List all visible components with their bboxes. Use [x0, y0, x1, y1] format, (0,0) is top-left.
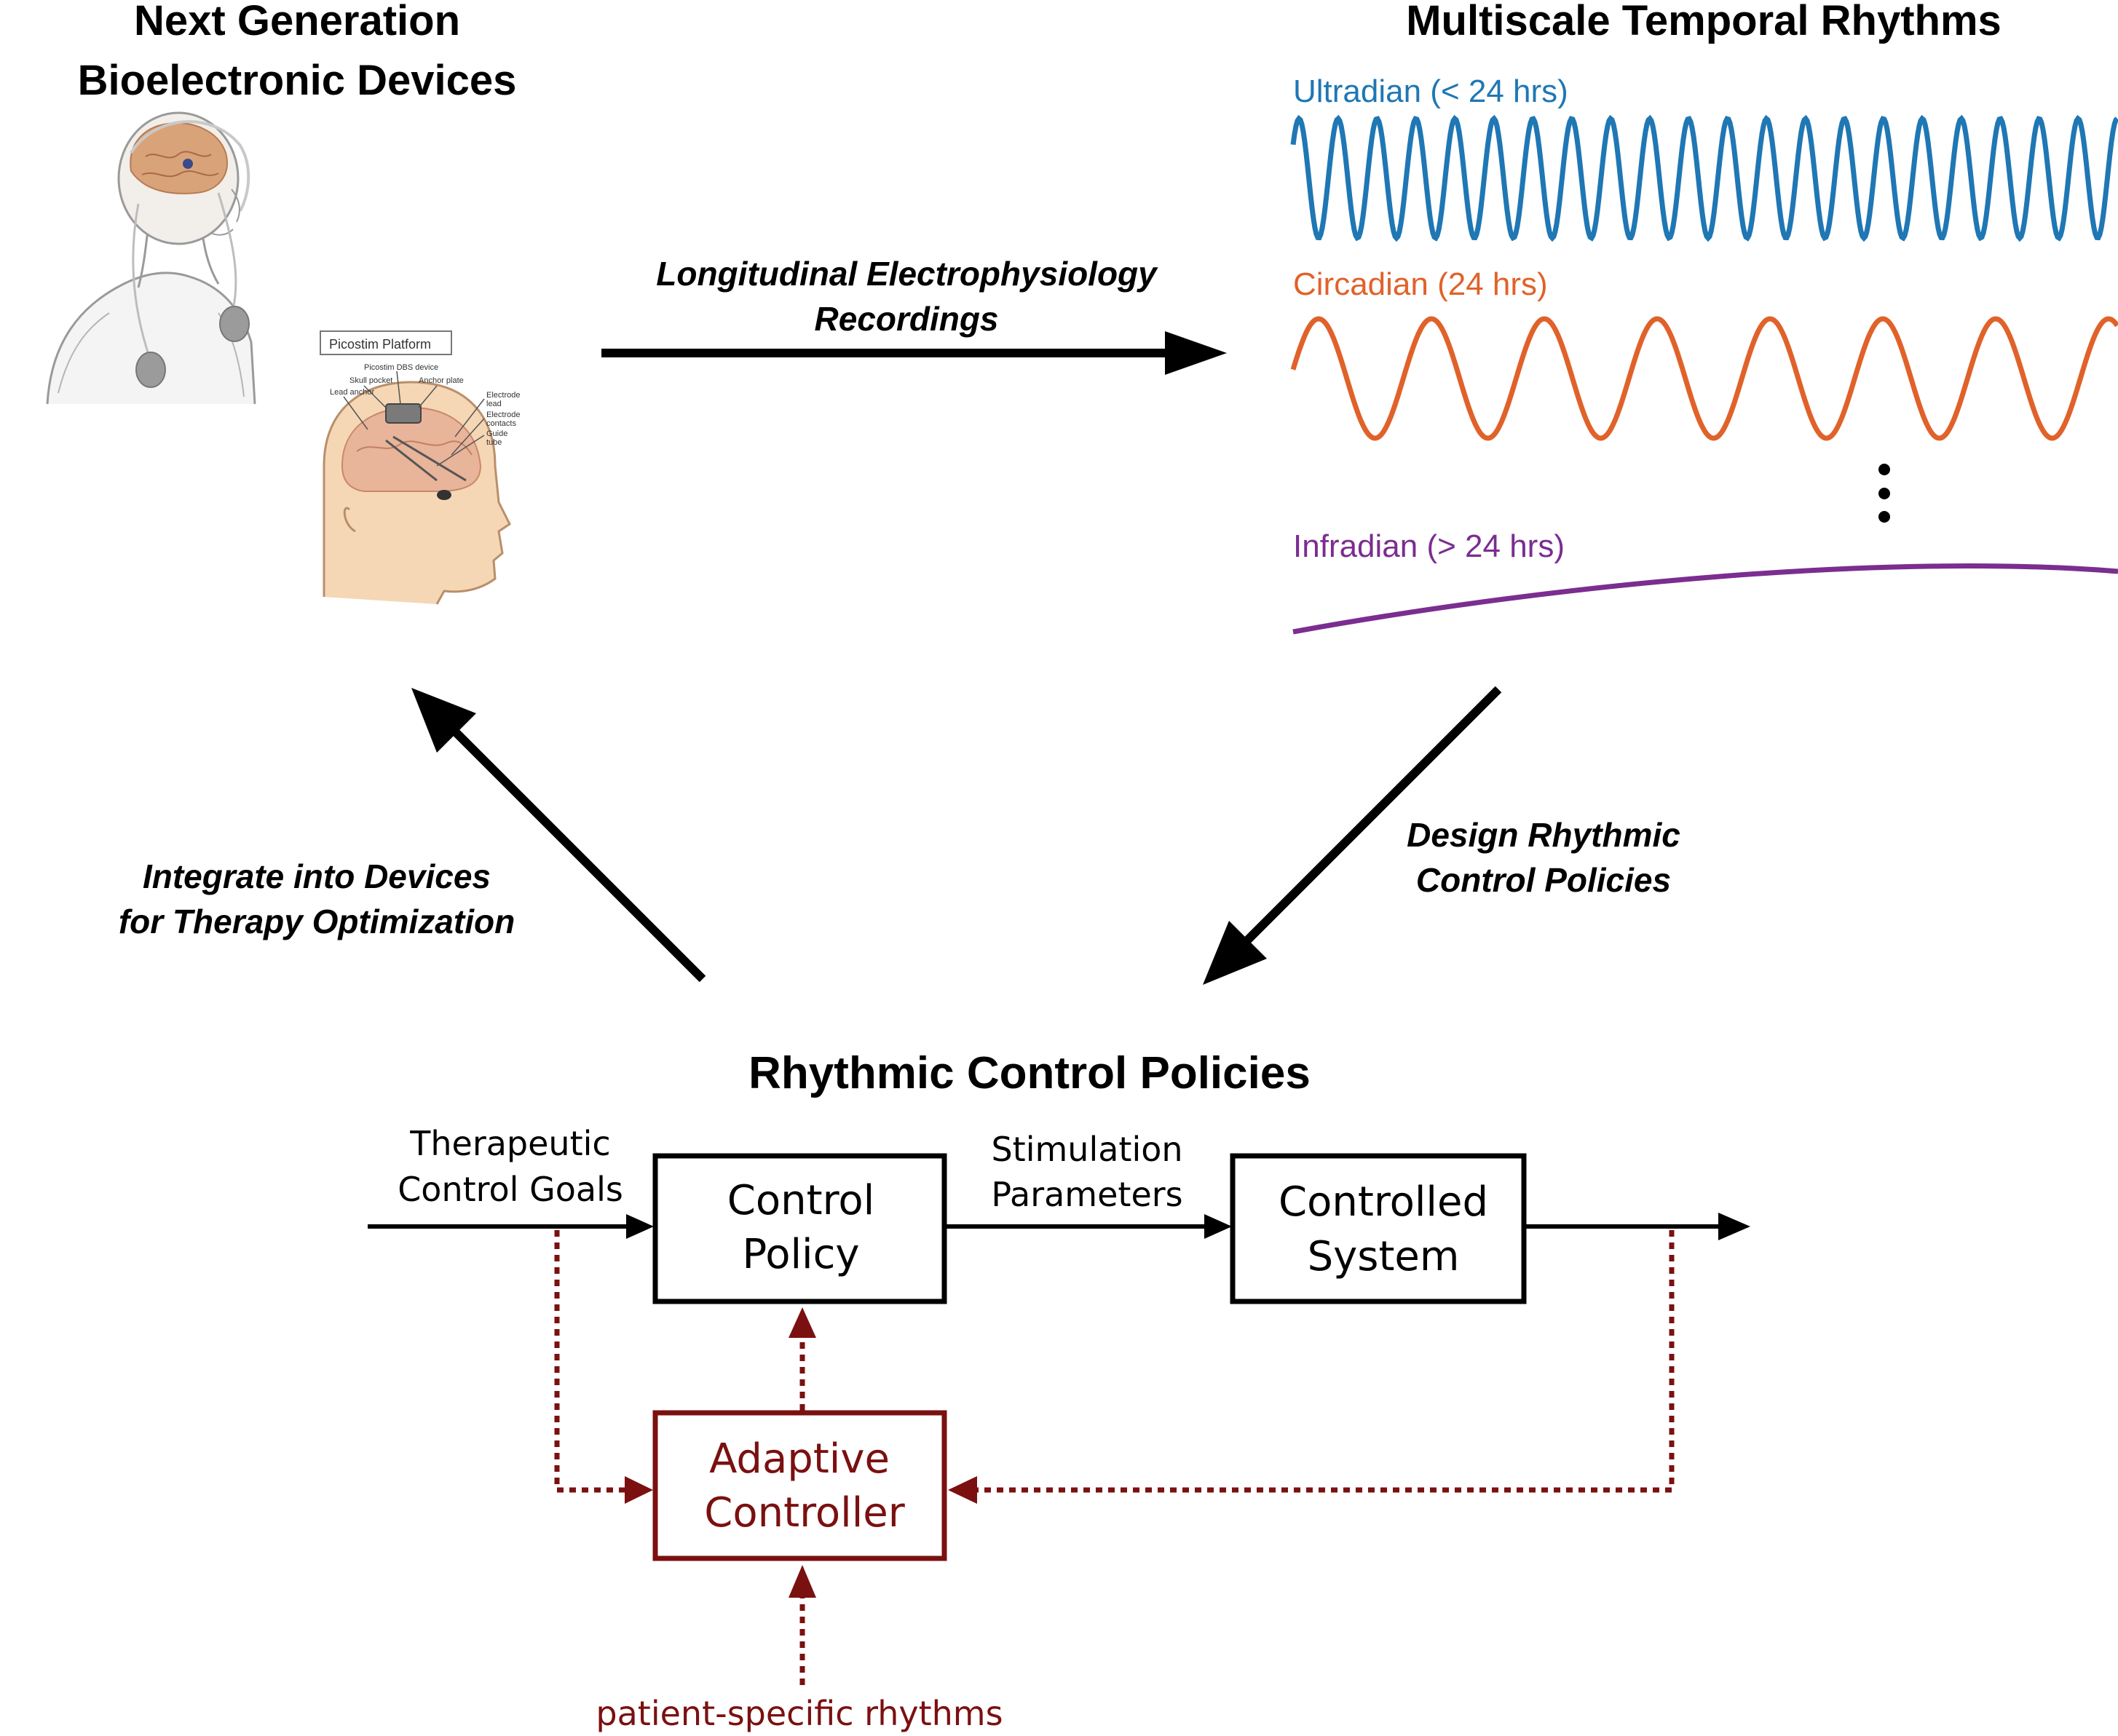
longitudinal-label-line1: Longitudinal Electrophysiology	[656, 255, 1158, 293]
control-policy-line1: Control	[727, 1177, 874, 1224]
therapeutic-label-line2: Control Goals	[398, 1170, 623, 1209]
integrate-label-line2: for Therapy Optimization	[119, 903, 515, 940]
infradian-wave	[1292, 563, 2118, 635]
input-arrowhead	[626, 1214, 654, 1239]
goal-feedforward-arrowhead	[625, 1476, 653, 1504]
picostim-platform-illustration: Picostim Platform Picostim DBS device Sk…	[320, 330, 520, 605]
picostim-label-guide-2: tube	[486, 438, 502, 447]
adaptive-to-policy-arrowhead	[789, 1307, 816, 1338]
arrow-integrate-devices	[411, 688, 706, 983]
stim-label-line2: Parameters	[991, 1175, 1182, 1214]
devices-title-line2: Bioelectronic Devices	[78, 57, 517, 104]
devices-title-line1: Next Generation	[134, 0, 460, 44]
picostim-label-lead-anchor: Lead anchor	[330, 388, 374, 397]
output-arrowhead	[1718, 1213, 1750, 1240]
picostim-label-anchor-plate: Anchor plate	[419, 376, 464, 385]
goal-feedforward-dotted	[554, 1230, 626, 1493]
longitudinal-label-line2: Recordings	[814, 300, 998, 338]
rhythms-title: Multiscale Temporal Rhythms	[1406, 0, 2002, 44]
integrate-label-line1: Integrate into Devices	[143, 857, 491, 895]
circadian-wave	[1290, 316, 2118, 441]
arrow-longitudinal	[601, 331, 1227, 375]
controlled-system-line2: System	[1308, 1233, 1460, 1280]
picostim-label-guide-1: Guide	[486, 429, 507, 438]
picostim-label-electrode-lead-2: lead	[486, 400, 502, 408]
output-feedback-dotted	[976, 1230, 1675, 1493]
adaptive-line1: Adaptive	[709, 1435, 890, 1483]
controlled-system-box	[1230, 1153, 1527, 1304]
picostim-label-contacts-1: Electrode	[486, 411, 520, 419]
design-label-line1: Design Rhythmic	[1407, 816, 1680, 854]
circadian-label: Circadian (24 hrs)	[1293, 266, 1548, 302]
infradian-label: Infradian (> 24 hrs)	[1293, 528, 1565, 564]
stimulation-arrowhead	[1204, 1214, 1232, 1239]
therapeutic-label-line1: Therapeutic	[409, 1124, 610, 1163]
patient-sketch-illustration	[40, 111, 258, 408]
patient-rhythms-arrowhead	[789, 1565, 816, 1598]
ultradian-label: Ultradian (< 24 hrs)	[1293, 74, 1568, 109]
policies-title: Rhythmic Control Policies	[748, 1048, 1311, 1098]
control-policy-box	[652, 1153, 947, 1304]
adaptive-controller-box	[652, 1410, 947, 1561]
ultradian-wave	[1290, 114, 2118, 242]
adaptive-line2: Controller	[704, 1489, 905, 1537]
picostim-title: Picostim Platform	[329, 337, 431, 352]
output-feedback-arrowhead	[948, 1476, 977, 1504]
picostim-label-electrode-lead-1: Electrode	[486, 391, 520, 400]
controlled-system-line1: Controlled	[1279, 1178, 1488, 1226]
control-policy-line2: Policy	[742, 1231, 859, 1278]
stim-label-line1: Stimulation	[991, 1130, 1182, 1169]
ellipsis-dots	[1878, 464, 1890, 523]
arrow-design-policies	[1203, 686, 1502, 985]
patient-rhythms-label: patient-specific rhythms	[596, 1694, 1003, 1733]
design-label-line2: Control Policies	[1416, 861, 1671, 899]
picostim-label-skull-pocket: Skull pocket	[349, 376, 392, 385]
picostim-label-contacts-2: contacts	[486, 419, 516, 428]
picostim-label-dbs-device: Picostim DBS device	[364, 363, 438, 372]
